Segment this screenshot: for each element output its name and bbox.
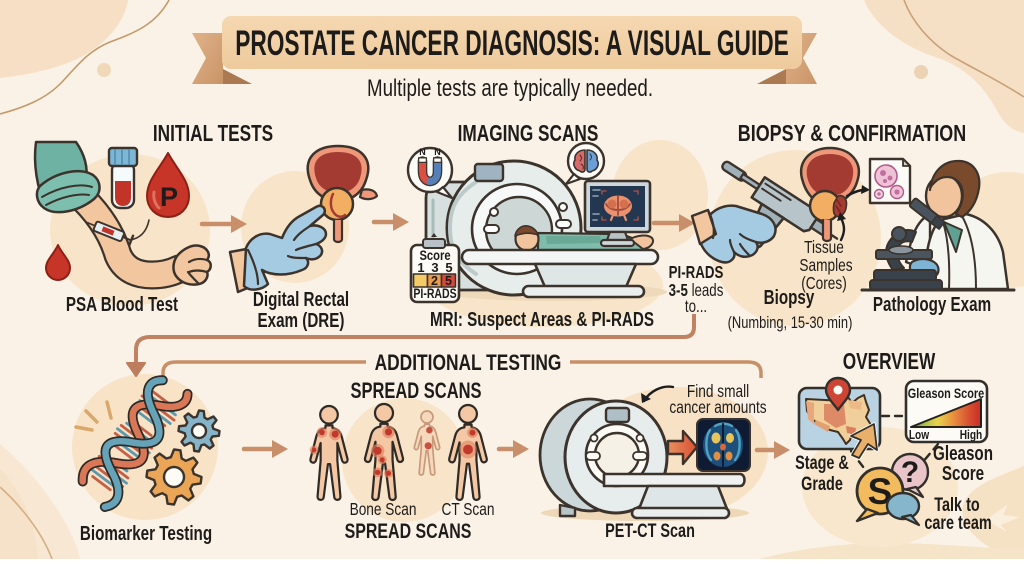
svg-text:Biomarker Testing: Biomarker Testing bbox=[80, 522, 212, 545]
svg-text:Bone Scan: Bone Scan bbox=[350, 500, 417, 519]
svg-text:Talk to: Talk to bbox=[934, 494, 979, 515]
svg-text:5: 5 bbox=[445, 260, 452, 275]
svg-text:3: 3 bbox=[431, 260, 438, 275]
svg-text:care team: care team bbox=[924, 512, 991, 533]
svg-text:P: P bbox=[160, 182, 178, 212]
svg-text:5: 5 bbox=[445, 274, 452, 288]
svg-text:(Numbing, 15-30 min): (Numbing, 15-30 min) bbox=[728, 313, 853, 332]
svg-text:Stage &: Stage & bbox=[795, 452, 849, 473]
svg-text:1: 1 bbox=[417, 260, 424, 275]
svg-text:IMAGING SCANS: IMAGING SCANS bbox=[458, 122, 599, 147]
svg-text:Digital Rectal: Digital Rectal bbox=[253, 288, 349, 311]
svg-text:Pathology Exam: Pathology Exam bbox=[873, 293, 991, 316]
svg-text:Exam (DRE): Exam (DRE) bbox=[258, 309, 345, 332]
svg-text:Score: Score bbox=[419, 248, 450, 263]
svg-text:2: 2 bbox=[431, 274, 438, 288]
svg-text:OVERVIEW: OVERVIEW bbox=[843, 350, 936, 375]
svg-text:to...: to... bbox=[685, 297, 707, 316]
svg-text:Grade: Grade bbox=[801, 473, 843, 494]
svg-text:Gleason Score: Gleason Score bbox=[908, 386, 984, 402]
svg-text:N: N bbox=[434, 147, 441, 157]
svg-text:PSA Blood Test: PSA Blood Test bbox=[66, 293, 178, 316]
svg-text:Biopsy: Biopsy bbox=[764, 286, 815, 309]
svg-text:PI-RADS: PI-RADS bbox=[669, 263, 724, 282]
svg-text:?: ? bbox=[901, 456, 919, 489]
svg-text:Find small: Find small bbox=[687, 382, 749, 401]
svg-text:BIOPSY & CONFIRMATION: BIOPSY & CONFIRMATION bbox=[738, 121, 966, 147]
svg-text:(Cores): (Cores) bbox=[801, 274, 847, 293]
svg-text:PROSTATE CANCER DIAGNOSIS: A V: PROSTATE CANCER DIAGNOSIS: A VISUAL GUID… bbox=[235, 24, 789, 63]
svg-text:PET-CT Scan: PET-CT Scan bbox=[605, 520, 695, 541]
svg-text:ADDITIONAL TESTING: ADDITIONAL TESTING bbox=[375, 351, 562, 375]
svg-text:cancer amounts: cancer amounts bbox=[669, 398, 766, 417]
svg-text:SPREAD SCANS: SPREAD SCANS bbox=[345, 519, 472, 543]
svg-text:Tissue: Tissue bbox=[804, 238, 844, 257]
svg-text:N: N bbox=[419, 147, 426, 157]
svg-text:INITIAL TESTS: INITIAL TESTS bbox=[153, 122, 273, 147]
svg-text:3-5 leads: 3-5 leads bbox=[669, 281, 724, 300]
svg-text:Samples: Samples bbox=[799, 256, 852, 275]
svg-text:Gleason: Gleason bbox=[933, 442, 993, 465]
svg-text:Multiple tests are typically n: Multiple tests are typically needed. bbox=[367, 75, 653, 102]
svg-text:MRI: Suspect Areas & PI-RADS: MRI: Suspect Areas & PI-RADS bbox=[430, 308, 654, 331]
svg-text:Score: Score bbox=[942, 462, 984, 485]
svg-text:PI-RADS: PI-RADS bbox=[413, 286, 456, 302]
svg-text:Low: Low bbox=[909, 428, 930, 442]
svg-text:SPREAD SCANS: SPREAD SCANS bbox=[350, 379, 481, 404]
svg-text:CT Scan: CT Scan bbox=[442, 500, 495, 519]
svg-text:High: High bbox=[960, 428, 983, 442]
